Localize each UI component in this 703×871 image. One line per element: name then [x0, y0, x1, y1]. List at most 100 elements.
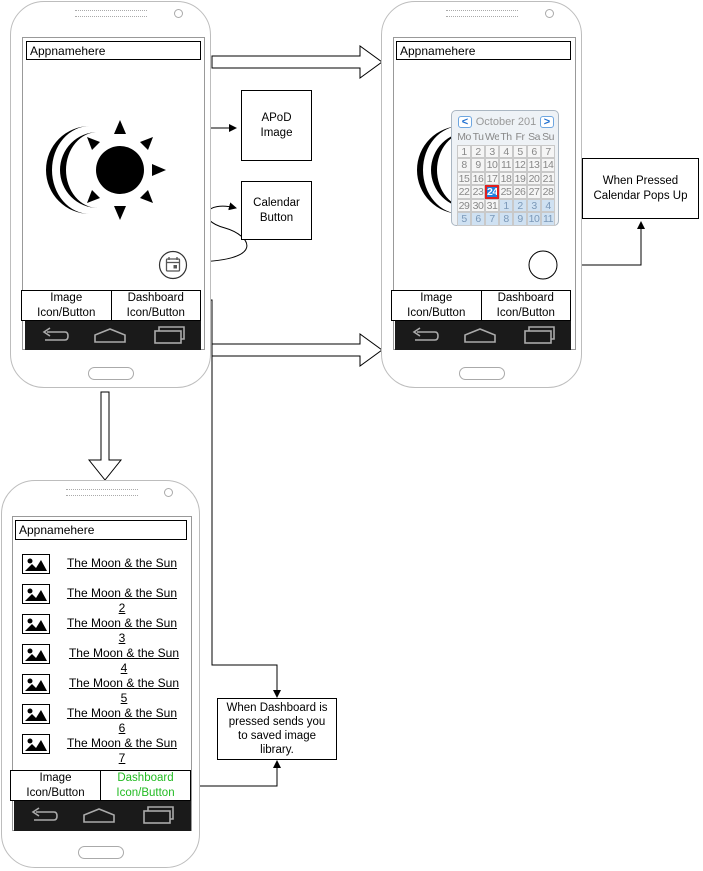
back-arrow-icon[interactable]	[409, 326, 441, 346]
tab-bar: Image Icon/Button Dashboard Icon/Button	[10, 770, 191, 801]
calendar-day[interactable]: 3	[527, 198, 541, 212]
calendar-day[interactable]: 18	[499, 171, 513, 185]
speaker-grill	[446, 10, 518, 17]
android-nav-bar	[395, 321, 571, 350]
calendar-day[interactable]: 4	[499, 144, 513, 158]
calendar-day[interactable]: 13	[527, 158, 541, 172]
image-thumbnail-icon[interactable]	[22, 674, 50, 694]
tab-dashboard-active[interactable]: Dashboard Icon/Button	[101, 770, 191, 801]
library-item-link[interactable]: The Moon & the Sun	[66, 556, 178, 570]
library-item-link[interactable]: The Moon & the Sun 3	[66, 616, 178, 645]
calendar-day[interactable]: 8	[457, 158, 471, 172]
hardware-home-button[interactable]	[459, 367, 505, 380]
calendar-trigger-circle[interactable]	[528, 250, 558, 280]
image-thumbnail-icon[interactable]	[22, 704, 50, 724]
connector-dashboard-to-note	[205, 299, 281, 698]
calendar-day[interactable]: 2	[471, 144, 485, 158]
calendar-day-selected[interactable]: 24	[485, 185, 499, 199]
tab-image[interactable]: Image Icon/Button	[21, 290, 112, 321]
calendar-day[interactable]: 1	[499, 198, 513, 212]
calendar-day[interactable]: 11	[541, 212, 555, 226]
calendar-day[interactable]: 30	[471, 198, 485, 212]
calendar-weekday: We	[485, 131, 499, 143]
android-nav-bar	[25, 321, 201, 350]
library-item-link[interactable]: The Moon & the Sun 4	[68, 646, 180, 675]
connector-calendar-button	[187, 202, 248, 263]
calendar-day[interactable]: 10	[527, 212, 541, 226]
calendar-day[interactable]: 29	[457, 198, 471, 212]
calendar-day[interactable]: 2	[513, 198, 527, 212]
calendar-day[interactable]: 1	[457, 144, 471, 158]
library-item-link[interactable]: The Moon & the Sun 2	[66, 586, 178, 615]
calendar-next-button[interactable]: >	[540, 116, 554, 128]
speaker-grill	[75, 10, 147, 17]
calendar-day[interactable]: 14	[541, 158, 555, 172]
calendar-day[interactable]: 16	[471, 171, 485, 185]
sun-and-moon-icon	[417, 126, 469, 214]
calendar-icon[interactable]	[158, 250, 188, 280]
hardware-home-button[interactable]	[88, 367, 134, 380]
back-arrow-icon[interactable]	[28, 806, 60, 826]
calendar-day[interactable]: 11	[499, 158, 513, 172]
recent-apps-icon[interactable]	[141, 805, 175, 825]
app-title-bar: Appnamehere	[396, 41, 571, 60]
calendar-month-label: October 201	[475, 116, 537, 128]
calendar-day[interactable]: 5	[513, 144, 527, 158]
calendar-day[interactable]: 7	[485, 212, 499, 226]
home-icon[interactable]	[462, 325, 498, 345]
calendar-day[interactable]: 19	[513, 171, 527, 185]
calendar-day[interactable]: 5	[457, 212, 471, 226]
home-icon[interactable]	[92, 325, 128, 345]
calendar-day[interactable]: 31	[485, 198, 499, 212]
app-title-bar: Appnamehere	[26, 41, 201, 60]
calendar-day[interactable]: 7	[541, 144, 555, 158]
connector-dashboard2-to-note	[191, 760, 281, 787]
back-arrow-icon[interactable]	[39, 326, 71, 346]
apod-image-note: APoD Image	[241, 90, 312, 161]
calendar-day[interactable]: 6	[471, 212, 485, 226]
calendar-day[interactable]: 27	[527, 185, 541, 199]
tab-image[interactable]: Image Icon/Button	[391, 290, 482, 321]
calendar-day[interactable]: 9	[471, 158, 485, 172]
home-icon[interactable]	[81, 805, 117, 825]
hardware-home-button[interactable]	[78, 846, 124, 859]
library-item-link[interactable]: The Moon & the Sun 6	[66, 706, 178, 735]
calendar-day[interactable]: 3	[485, 144, 499, 158]
calendar-day[interactable]: 22	[457, 185, 471, 199]
calendar-day[interactable]: 28	[541, 185, 555, 199]
calendar-day[interactable]: 15	[457, 171, 471, 185]
tab-image[interactable]: Image Icon/Button	[10, 770, 101, 801]
tab-dashboard[interactable]: Dashboard Icon/Button	[111, 290, 201, 321]
connector-circle-to-note	[557, 221, 645, 266]
calendar-day[interactable]: 26	[513, 185, 527, 199]
image-thumbnail-icon[interactable]	[22, 734, 50, 754]
calendar-day[interactable]: 8	[499, 212, 513, 226]
calendar-day[interactable]: 4	[541, 198, 555, 212]
calendar-day[interactable]: 17	[485, 171, 499, 185]
calendar-button-note: Calendar Button	[241, 181, 312, 240]
library-item-link[interactable]: The Moon & the Sun 7	[66, 736, 178, 765]
tab-bar: Image Icon/Button Dashboard Icon/Button	[21, 290, 201, 321]
calendar-day[interactable]: 9	[513, 212, 527, 226]
recent-apps-icon[interactable]	[522, 325, 556, 345]
calendar-day[interactable]: 12	[513, 158, 527, 172]
calendar-day[interactable]: 23	[471, 185, 485, 199]
tab-dashboard[interactable]: Dashboard Icon/Button	[481, 290, 571, 321]
recent-apps-icon[interactable]	[152, 325, 186, 345]
image-thumbnail-icon[interactable]	[22, 584, 50, 604]
calendar-day[interactable]: 20	[527, 171, 541, 185]
calendar-day[interactable]: 25	[499, 185, 513, 199]
image-thumbnail-icon[interactable]	[22, 614, 50, 634]
library-item-link[interactable]: The Moon & the Sun 5	[68, 676, 180, 705]
flow-arrow-right-bottom	[211, 333, 383, 367]
calendar-day[interactable]: 6	[527, 144, 541, 158]
image-thumbnail-icon[interactable]	[22, 554, 50, 574]
calendar-day[interactable]: 21	[541, 171, 555, 185]
calendar-popup-note: When Pressed Calendar Pops Up	[582, 158, 699, 219]
flow-arrow-right-top	[211, 45, 383, 79]
calendar-prev-button[interactable]: <	[458, 116, 472, 128]
calendar-day[interactable]: 10	[485, 158, 499, 172]
image-thumbnail-icon[interactable]	[22, 644, 50, 664]
